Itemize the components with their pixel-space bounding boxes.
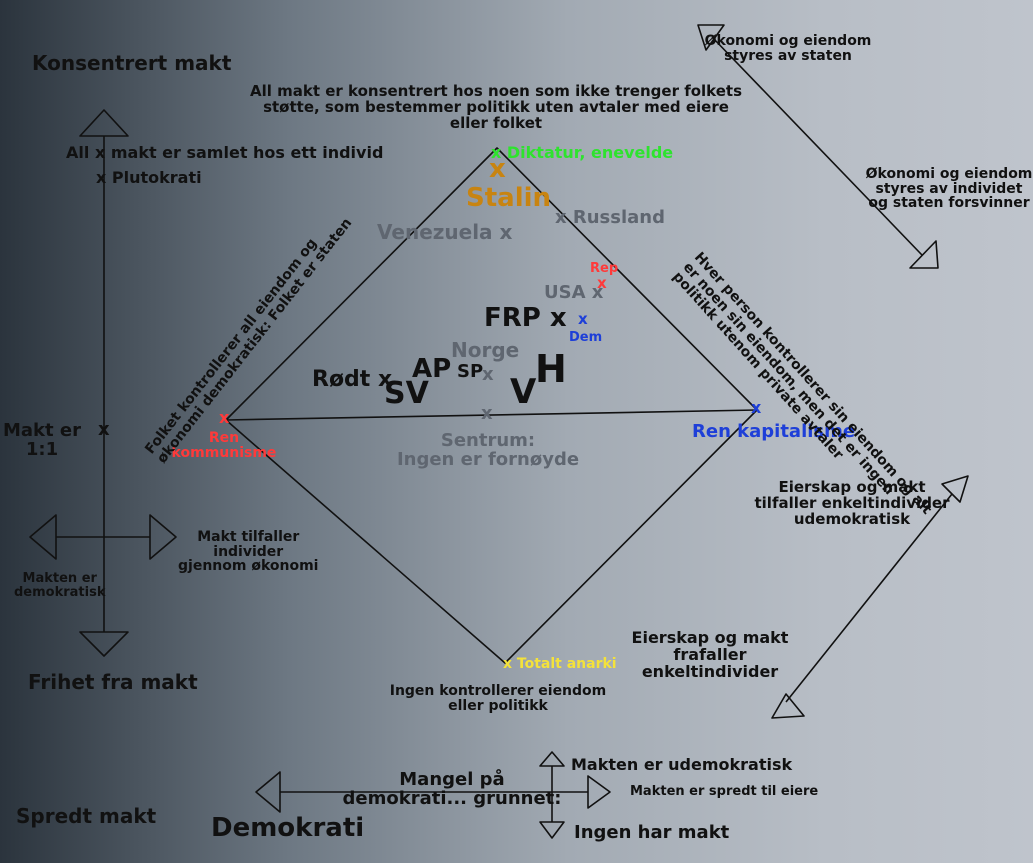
state-owns-label: Økonomi og eiendom styres av staten: [704, 33, 872, 64]
ownership-axis-line: [785, 493, 953, 703]
economy-power-label: Makt tilfaller individer gjennom økonomi: [178, 529, 319, 575]
h-label: H: [535, 347, 567, 391]
state-vanishes-label: Økonomi og eiendom styres av individet o…: [865, 166, 1033, 212]
dem-marker: x: [578, 310, 588, 328]
center-label: Sentrum: Ingen er fornøyde: [396, 430, 580, 470]
power-axis-up-arrow: [539, 751, 565, 767]
dem-label: Dem: [569, 330, 603, 345]
state-axis-bottom-arrow: [909, 240, 939, 269]
undemocratic-label: Makten er udemokratisk: [571, 755, 793, 774]
spread-owners-label: Makten er spredt til eiere: [630, 784, 819, 799]
all-power-rest: makt er samlet hos ett individ: [110, 143, 384, 162]
sp-marker: x: [482, 364, 494, 385]
v-label: V: [510, 372, 537, 412]
all-power-label: All x makt er samlet hos ett individ: [66, 143, 384, 162]
venezuela-label: Venezuela x: [377, 220, 513, 244]
left-axis-down-arrow: [79, 631, 129, 657]
owners-fall-away-label: Eierskap og makt frafaller enkeltindivid…: [631, 628, 789, 681]
lack-of-democracy-label: Mangel på demokrati... grunnet:: [342, 769, 562, 809]
russia-label: x Russland: [555, 207, 665, 228]
power-axis-down-arrow: [539, 821, 565, 839]
diamond-outline: [225, 147, 758, 664]
democracy-label: Demokrati: [211, 813, 365, 843]
capitalism-label: Ren kapitalisme: [692, 421, 856, 442]
democracy-axis-left-arrow: [255, 771, 281, 813]
left-axis-up-arrow: [79, 109, 129, 137]
rep-marker: x: [597, 274, 607, 292]
ownership-axis-bottom-arrow: [771, 693, 805, 719]
ownership-axis-top-arrow: [941, 475, 969, 503]
spread-power-label: Spredt makt: [16, 804, 157, 828]
diamond-horizontal-line: [225, 409, 758, 421]
usa-label: USA x: [544, 282, 604, 303]
ap-label: AP: [412, 354, 452, 384]
dictatorship-label: x Diktatur, enevelde: [491, 143, 674, 162]
communism-label: Ren kommunisme: [171, 430, 277, 461]
one-to-one-marker: x: [98, 419, 110, 440]
one-to-one-label: Makt er 1:1: [3, 420, 81, 460]
center-marker: x: [481, 403, 493, 424]
anarchy-note: Ingen kontrollerer eiendom eller politik…: [389, 683, 607, 714]
democratic-power-label: Makten er demokratisk: [14, 571, 106, 600]
frp-label: FRP x: [484, 303, 567, 333]
stalin-label: Stalin: [466, 183, 552, 213]
all-power-marker: x: [94, 143, 106, 162]
nobody-power-label: Ingen har makt: [574, 822, 730, 843]
concentrated-power-label: Konsentrert makt: [32, 51, 232, 75]
state-axis-top-arrow: [697, 24, 725, 51]
sv-label: SV: [384, 376, 429, 411]
dictatorship-note: All makt er konsentrert hos noen som ikk…: [249, 82, 743, 132]
freedom-from-power-label: Frihet fra makt: [28, 670, 198, 694]
democracy-axis-right-arrow: [587, 775, 611, 809]
norway-label: Norge: [451, 338, 520, 362]
small-cross-left-arrow: [29, 514, 57, 560]
undemocratic-owners-label: Eierskap og makt tilfaller enkeltindivid…: [754, 478, 950, 528]
communism-marker: x: [219, 408, 230, 427]
sp-label: SP: [457, 361, 484, 382]
small-cross-right-arrow: [149, 514, 177, 560]
all-power-word: All: [66, 143, 90, 162]
rodt-label: Rødt x: [312, 367, 393, 392]
stalin-marker: x: [489, 154, 506, 184]
anarchy-label: x Totalt anarki: [503, 656, 617, 672]
state-axis-line: [711, 36, 923, 256]
rep-label: Rep: [590, 261, 619, 276]
plutocracy-label: x Plutokrati: [96, 168, 202, 187]
capitalism-marker: x: [751, 398, 762, 417]
